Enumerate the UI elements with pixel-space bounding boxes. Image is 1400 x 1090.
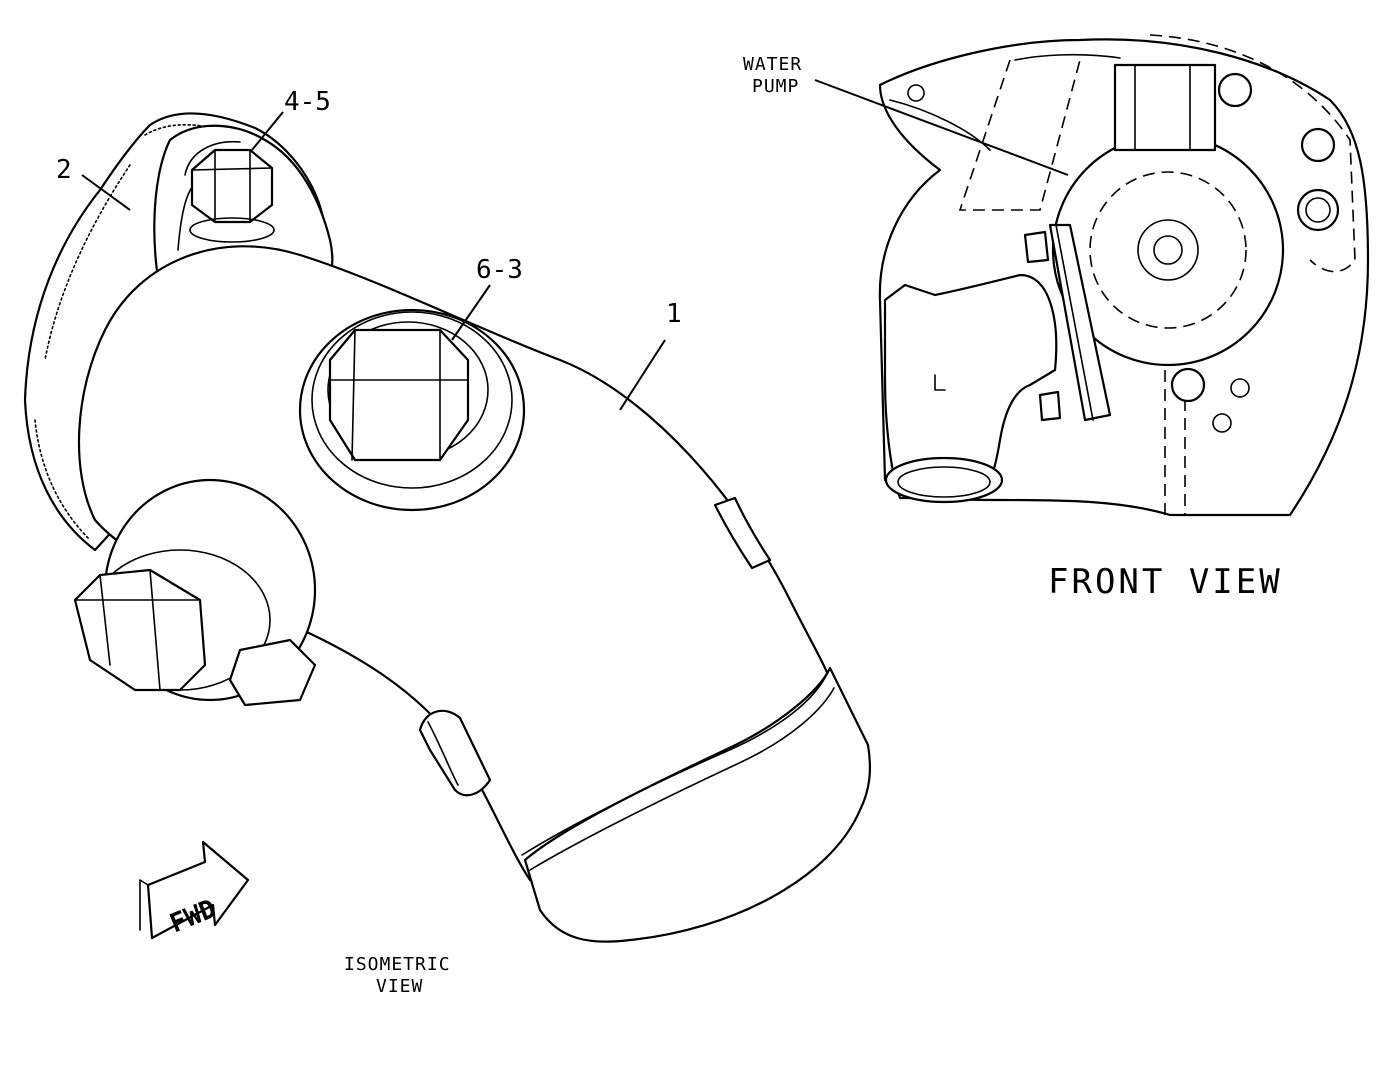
water-elbow-part-1 <box>77 245 872 943</box>
leader-water-pump <box>814 79 1069 176</box>
water-pump-label-line1: WATER <box>743 54 802 75</box>
leader-part-2 <box>81 174 131 211</box>
callout-part-4-5: 4-5 <box>284 87 331 117</box>
leader-part-6-3 <box>451 284 491 341</box>
isometric-view: FWD 2 4-5 6-3 1 ISOMETRIC VIEW <box>23 87 872 997</box>
bolt-part-4-5 <box>189 148 275 243</box>
water-pump <box>907 63 1340 433</box>
leader-part-1 <box>619 339 666 411</box>
front-view: WATER PUMP FRONT VIEW <box>743 34 1370 602</box>
side-boss-hex <box>73 478 317 707</box>
callout-part-2: 2 <box>56 155 72 185</box>
front-view-elbow <box>883 223 1112 504</box>
fwd-arrow-icon: FWD <box>139 840 250 939</box>
callout-part-1: 1 <box>666 299 682 329</box>
isometric-view-caption-line1: ISOMETRIC <box>344 954 451 975</box>
plug-part-6-3 <box>298 308 526 512</box>
leader-part-4-5 <box>251 111 284 151</box>
isometric-view-caption-line2: VIEW <box>376 976 423 997</box>
water-pump-label-line2: PUMP <box>752 76 799 97</box>
callout-part-6-3: 6-3 <box>476 255 523 285</box>
front-view-caption: FRONT VIEW <box>1048 562 1283 602</box>
